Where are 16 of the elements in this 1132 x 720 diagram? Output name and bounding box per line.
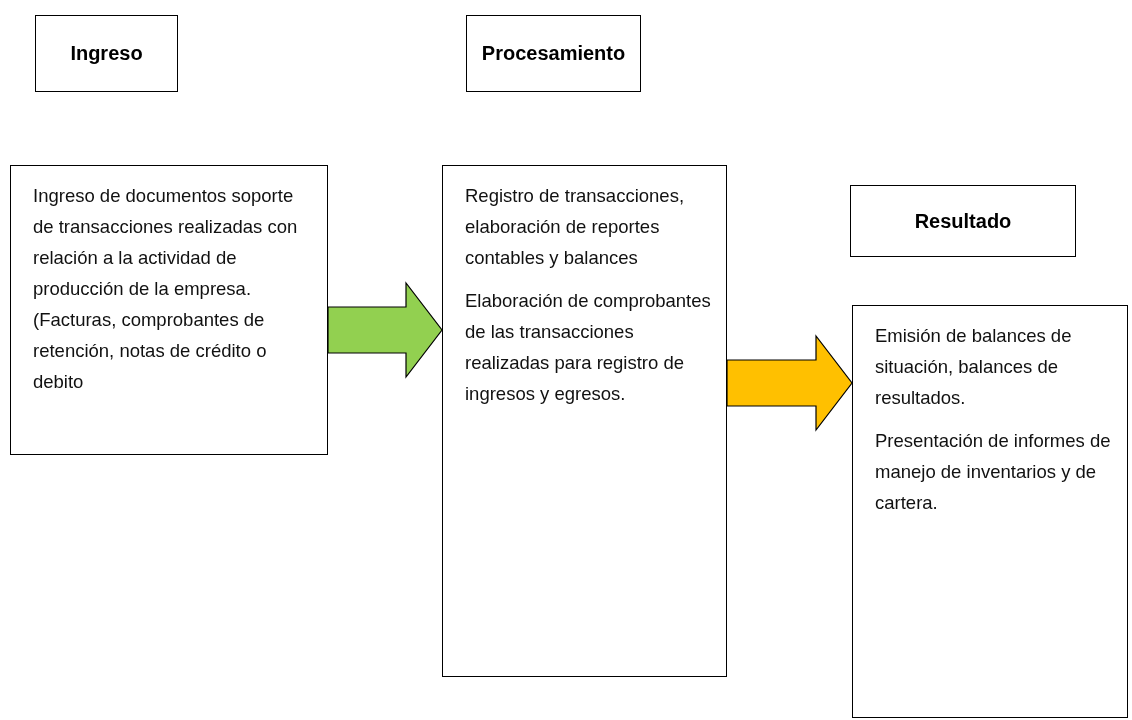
text-box: [10, 165, 328, 455]
paragraph: Registro de transacciones, elaboración de reportes contables y balances: [465, 184, 686, 270]
text-box: [442, 165, 727, 677]
block-arrow: [726, 334, 853, 432]
heading-box: [850, 185, 1076, 257]
paragraph: Ingreso de documentos soporte de transacciones realizadas con relación a la actividad de producción de la empresa. (Facturas, comprobantes de retención, notas de crédito o debito: [33, 184, 299, 394]
heading-text: Resultado: [914, 209, 1012, 233]
paragraph: Presentación de informes de manejo de inventarios y de cartera.: [875, 429, 1112, 515]
heading-box: [466, 15, 641, 92]
paragraph: Elaboración de comprobantes de las transacciones realizadas para registro de ingresos y egresos.: [465, 289, 712, 406]
heading-box: [35, 15, 178, 92]
paragraph: Emisión de balances de situación, balances de resultados.: [875, 324, 1073, 410]
block-arrow: [327, 281, 443, 379]
heading-text: Procesamiento: [481, 42, 626, 65]
heading-text: Ingreso: [70, 42, 143, 65]
text-box: [852, 305, 1128, 718]
